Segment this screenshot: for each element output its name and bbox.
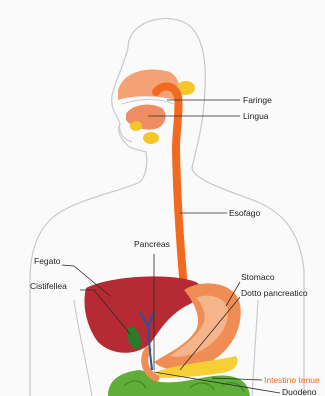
label-faringe: Faringe (243, 95, 272, 105)
label-duodeno: Duodeno (282, 387, 317, 396)
label-dotto-pancreatico: Dotto pancreatico (241, 288, 308, 298)
salivary-gland-submandibular (143, 132, 159, 144)
label-cistifellea: Cistifellea (30, 281, 67, 291)
label-pancreas: Pancreas (134, 239, 170, 249)
label-fegato: Fegato (34, 256, 61, 266)
label-stomaco: Stomaco (241, 272, 275, 282)
salivary-gland-sublingual (130, 121, 142, 131)
label-lingua: Lingua (243, 111, 269, 121)
arm-inner-right (252, 300, 258, 396)
palate (122, 100, 174, 105)
label-intestino-tenue: Intestino tenue (264, 375, 320, 385)
esophagus (176, 150, 184, 290)
liver (85, 276, 201, 352)
label-esofago: Esofago (229, 208, 260, 218)
